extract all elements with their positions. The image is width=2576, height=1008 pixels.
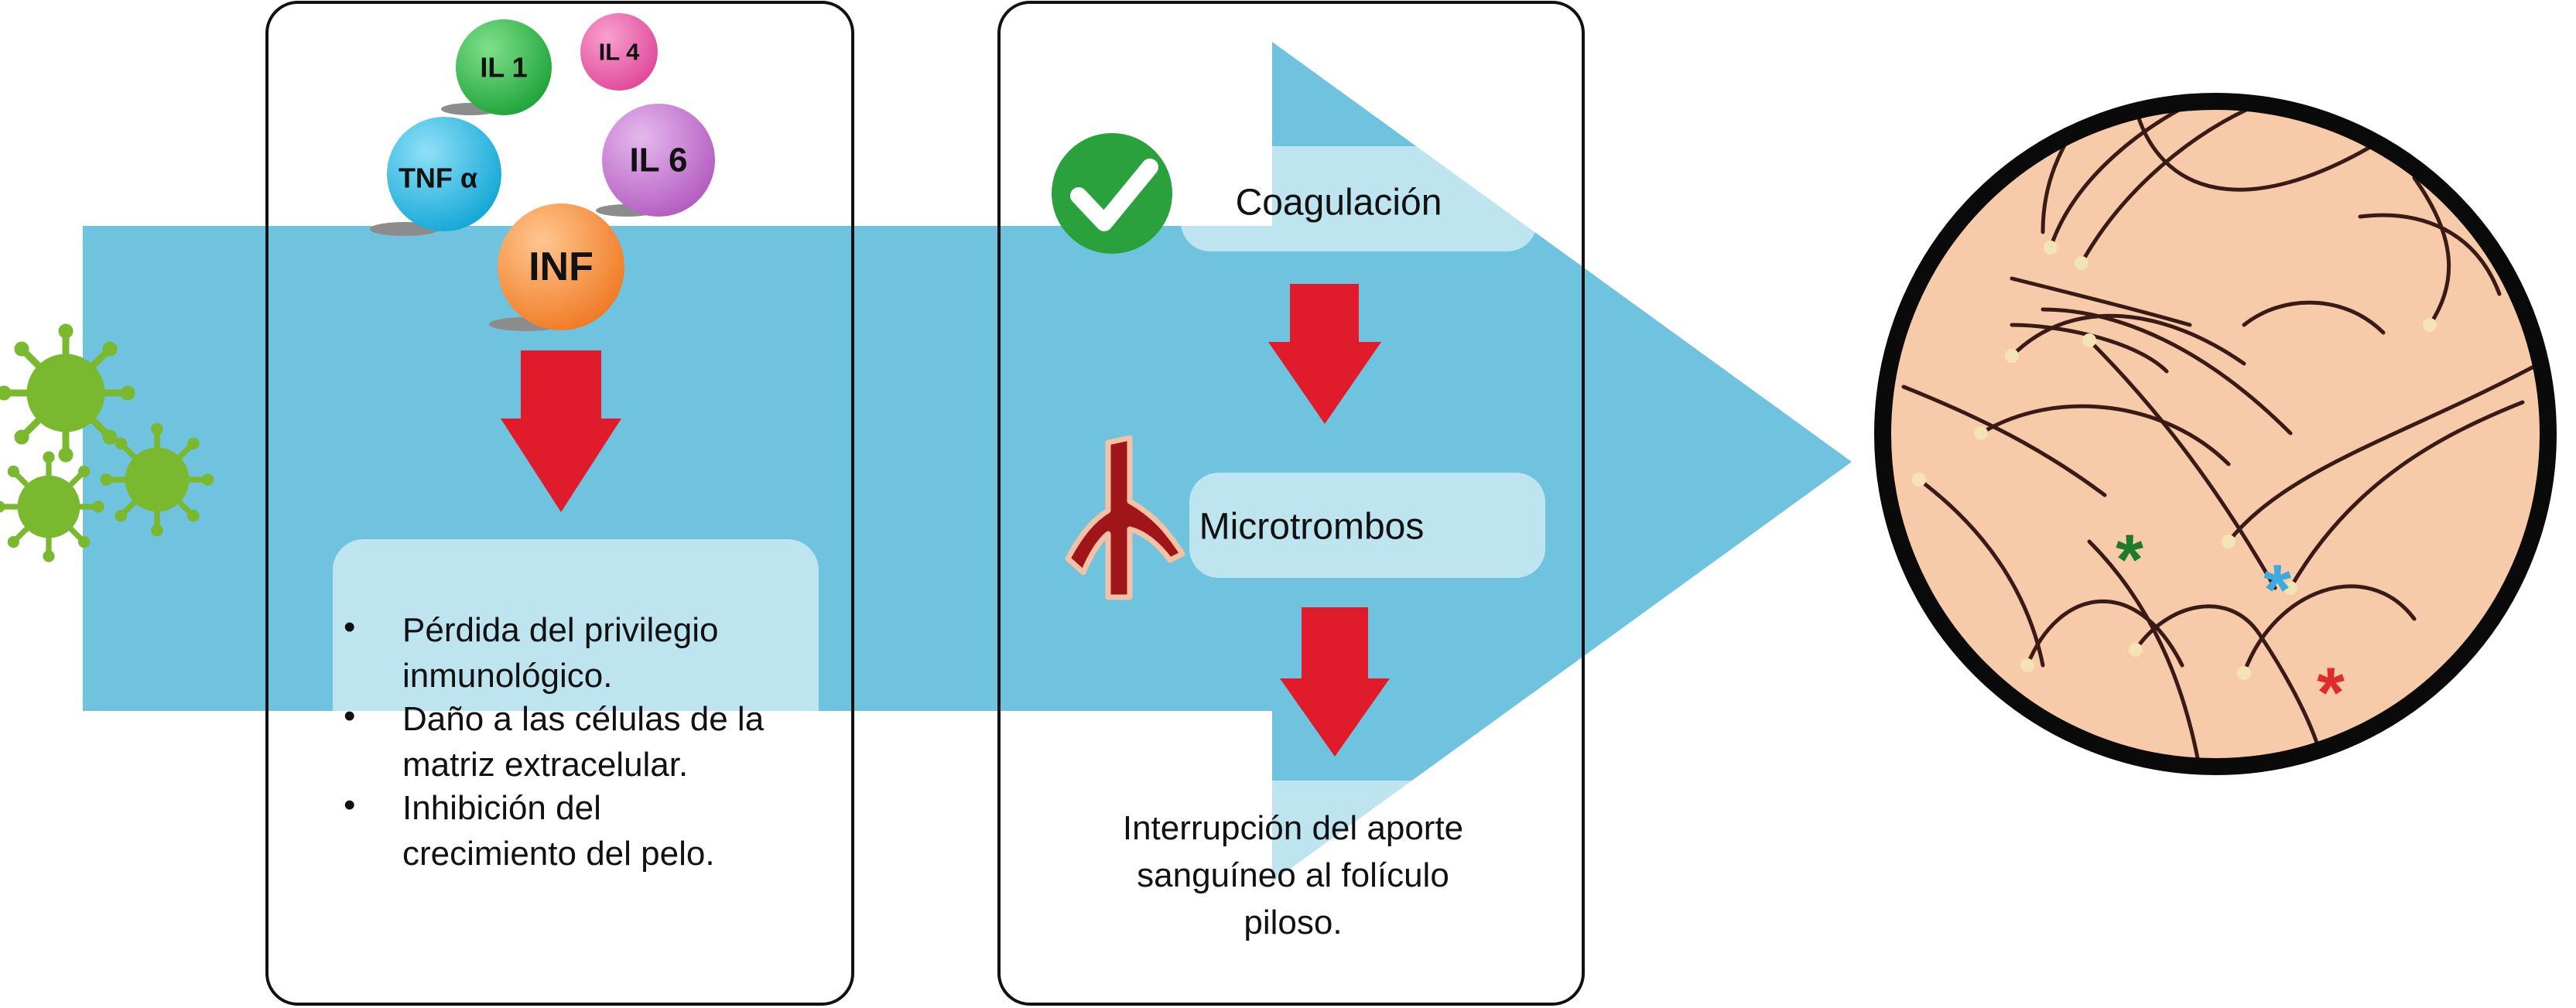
- interruption-line: Interrupción del aporte: [1123, 809, 1463, 847]
- red-arrow-down: [501, 350, 621, 512]
- cytokine-label: IL 6: [629, 142, 687, 179]
- effects-box: [333, 539, 819, 938]
- red-arrow-down: [1280, 607, 1390, 757]
- marker-red: *: [2317, 654, 2345, 733]
- interruption-line: sanguíneo al folículo: [1137, 856, 1449, 894]
- virus-icon: [0, 323, 135, 463]
- cytokine-inf: INF: [489, 203, 624, 331]
- cytokine-label: INF: [529, 244, 594, 289]
- bullet-line: crecimiento del pelo.: [402, 835, 715, 873]
- bullet-line: Pérdida del privilegio: [402, 611, 718, 649]
- coagulation-label: Coagulación: [1236, 183, 1442, 224]
- coagulation-box: [1181, 146, 1537, 251]
- virus-icon: [0, 451, 104, 562]
- blood-vessel-icon: [1065, 435, 1185, 600]
- bullet-line: Daño a las células de la: [402, 700, 765, 738]
- marker-green: *: [2116, 521, 2143, 600]
- bullet-line: Inhibición del: [402, 789, 601, 827]
- marker-blue: *: [2263, 551, 2291, 630]
- cytokine-il1: IL 1: [441, 19, 552, 115]
- virus-icon: [100, 422, 214, 537]
- interruption-box: [1050, 781, 1536, 958]
- cytokine-tnf: TNF α: [370, 117, 501, 236]
- cytokine-il6: IL 6: [596, 104, 715, 217]
- bullet-line: matriz extracelular.: [402, 746, 688, 784]
- hair-strands: [1901, 101, 2548, 760]
- cytokine-label: TNF α: [399, 162, 477, 194]
- scalp-illustration: * * *: [1874, 93, 2557, 775]
- check-icon: [1052, 133, 1172, 254]
- microthrombi-label: Microtrombos: [1199, 507, 1425, 548]
- panel-coagulation: [997, 1, 1585, 1006]
- cytokine-il4: IL 4: [580, 13, 658, 91]
- panel-inflammation: [265, 1, 854, 1006]
- interruption-line: piloso.: [1244, 904, 1342, 941]
- cytokine-label: IL 4: [599, 39, 641, 66]
- svg-text:•: •: [344, 697, 355, 735]
- bullet-line: inmunológico.: [402, 657, 613, 695]
- red-arrow-down: [1268, 284, 1381, 424]
- svg-text:•: •: [344, 786, 355, 824]
- cytokine-label: IL 1: [480, 52, 527, 84]
- svg-text:•: •: [344, 608, 355, 646]
- hair-follicles: [1912, 241, 2437, 680]
- effects-list: • Pérdida del privilegio inmunológico. •…: [344, 608, 765, 873]
- microthrombi-box: [1189, 473, 1545, 578]
- scalp-lens-ring: [1874, 93, 2557, 775]
